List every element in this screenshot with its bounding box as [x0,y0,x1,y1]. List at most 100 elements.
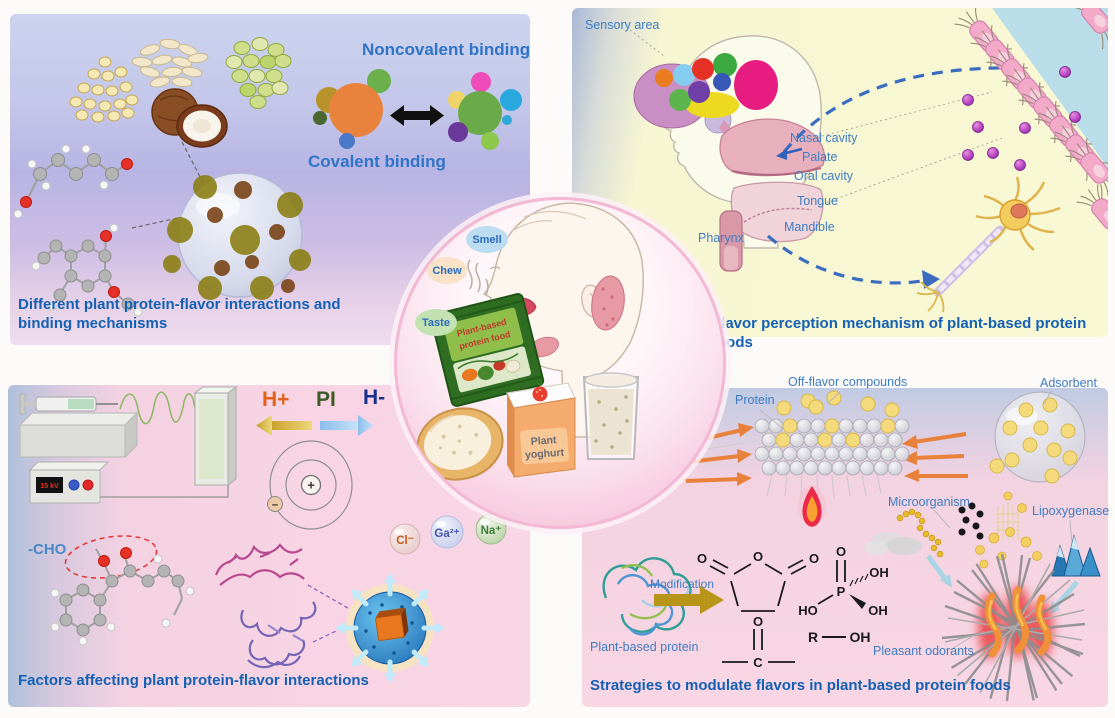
mandible-label: Mandible [784,220,835,234]
pi-label: PI [316,388,336,411]
perception-pathways [766,66,1019,285]
covalent-cluster [313,69,391,149]
consumption-illustration: Plant-based protein food [416,202,644,481]
off-flavor-label: Off-flavor compounds [788,375,908,389]
svg-text:HO: HO [798,603,818,618]
power-supply: 15 kV [28,461,229,504]
electron-charge: − [272,500,278,512]
binding-mechanisms-illustration [13,37,522,317]
phosphate-structure: O P HO OH OH [798,544,889,618]
noncovalent-binding-label: Noncovalent binding [362,40,531,59]
chew-bubble: Chew [427,257,467,284]
collector-plate [193,386,238,486]
svg-text:OH: OH [869,565,889,580]
flavor-molecule-1 [13,144,133,219]
smell-bubble: Smell [466,226,508,253]
protein-particle-sphere [163,172,311,300]
h-minus-label: H- [363,386,386,409]
pathway-arrowhead [922,270,940,289]
microorganism-cluster [864,502,984,588]
ion-spheres: Cl⁻ Ga²⁺ Na⁺ [389,513,507,555]
oral-cavity-label: Oral cavity [794,169,854,183]
aldehyde-molecule [50,547,195,646]
svg-text:O: O [753,614,763,629]
adsorbent-label: Adsorbent [1040,376,1097,390]
panel-caption-perception: Flavor perception mechanism of plant-bas… [712,315,1087,351]
svg-text:O: O [753,549,763,564]
svg-text:OH: OH [868,603,888,618]
microorganism-label: Microorganism [888,495,970,509]
brain [633,53,778,143]
nasal-oral-anatomy [719,118,825,272]
epithelium-background [992,8,1108,168]
nucleus-charge: + [307,478,315,493]
svg-text:O: O [809,551,819,566]
plant-milk-glass [582,372,640,460]
smell-label: Smell [472,233,502,246]
panel-caption-binding: Different plant protein-flavor interacti… [18,296,341,332]
yoghurt-text-1: Plant [530,434,557,448]
svg-text:P: P [837,584,846,599]
svg-text:R: R [808,629,818,645]
modification-label: Modification [650,577,715,591]
oat-pile [131,38,209,88]
flame-icon [798,486,826,527]
adsorption-arrows-right [902,432,968,482]
noncovalent-cluster [448,72,522,150]
protein-lattice [754,390,910,499]
svg-text:C: C [753,655,763,670]
atom-diagram: + − [267,440,353,530]
nasal-cavity-label: Nasal cavity [790,131,858,145]
ph-arrows [256,415,374,436]
sensory-area-label: Sensory area [585,18,660,32]
lipoxygenase-crystals [1050,534,1101,614]
ion-na-label: Na⁺ [481,525,502,537]
fiber-network-ball [941,553,1086,703]
odorant-molecules [962,66,1081,171]
voltage-display: 15 kV [40,483,59,490]
coconut [151,88,228,148]
panel-caption-factors: Factors affecting plant protein-flavor i… [18,672,369,689]
flavor-perception-illustration [629,8,1108,313]
ion-ga-label: Ga²⁺ [434,528,459,540]
chew-label: Chew [432,264,462,277]
panel-caption-strategies: Strategies to modulate flavors in plant-… [590,677,1011,694]
pleasant-odorants-label: Pleasant odorants [873,644,974,658]
lipoxygenase-label: Lipoxygenase [1032,504,1110,518]
olfactory-neuron [916,176,1061,313]
svg-text:OH: OH [850,629,871,645]
protein-ribbon-magenta [214,543,305,586]
covalent-binding-label: Covalent binding [308,152,446,171]
yoghurt-carton: Plant yoghurt [506,382,576,478]
affecting-factors-illustration: 15 kV + − [18,386,507,707]
svg-text:O: O [836,544,846,559]
anhydride-structure: O O O [697,549,819,612]
adsorption-arrows-left [685,423,754,486]
green-pea-pile [225,37,292,109]
modulation-strategies-illustration: O O O O C O P HO [602,389,1101,703]
syringe-pump [18,393,139,459]
flavor-molecule-2 [31,223,143,317]
taste-label: Taste [422,316,450,329]
electrospun-jet [119,391,197,425]
h-plus-label: H+ [262,388,290,411]
svg-text:O: O [697,551,707,566]
encapsulation-capsule [335,573,445,683]
acyl-structure: O C [722,614,795,670]
yoghurt-text-2: yoghurt [525,447,565,462]
pharynx-label: Pharynx [698,231,744,245]
nasal-arrow [776,147,803,160]
protein-label: Protein [735,393,775,407]
soybean-pile [69,56,139,123]
r-oh-structure: R OH [808,629,871,645]
ion-cl-label: Cl⁻ [396,535,414,547]
taste-bubble: Taste [415,309,457,336]
plant-based-protein-label: Plant-based protein [590,640,699,654]
cho-label: -CHO [28,541,67,558]
equilibrium-arrow [390,105,444,126]
cho-highlight-ellipse [64,535,158,579]
protein-ribbon-purple [240,601,317,669]
adsorbent-sphere [989,391,1086,484]
connector-lines [131,141,209,229]
